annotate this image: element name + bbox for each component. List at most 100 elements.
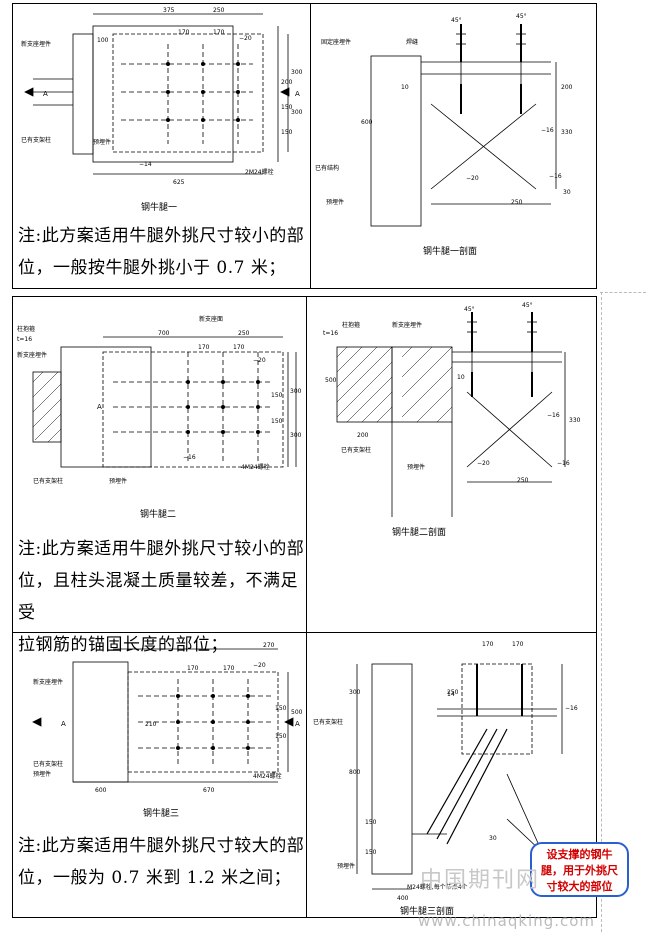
s2-col-steel: 柱抱箍 (342, 321, 360, 329)
p3-dim-150b: 150 (275, 733, 287, 740)
page-edge-right (601, 292, 602, 932)
divider-block-2 (306, 296, 307, 633)
s2-deg45b: 45° (522, 302, 533, 309)
sec1-tag-16b: −16 (549, 173, 562, 180)
plan-drawing-1: 375 250 100 170 170 300 200 150 150 300 … (21, 7, 303, 213)
watermark-url: www.chinaqking.com (418, 912, 596, 930)
section-caption-1: 钢牛腿一剖面 (423, 245, 477, 257)
s3-dim-250: 250 (447, 689, 459, 696)
section-drawing-1: 45° 45° 固定座埋件 焊缝 600 200 330 250 10 −16 … (315, 13, 573, 257)
divider-block-1 (310, 3, 311, 289)
s3-dim-150b: 150 (365, 849, 377, 856)
p3-bolt: 4M24螺栓 (253, 772, 282, 780)
s3-pre-embed: 预埋件 (337, 862, 355, 870)
p2-dim-300b: 300 (290, 432, 302, 439)
p3-section-mark-a-left: A (61, 720, 66, 728)
bolt-note: 2M24螺栓 (245, 168, 274, 176)
s2-pre-embed: 预埋件 (407, 463, 425, 471)
p2-dim-150a: 150 (271, 392, 283, 399)
note-block-1: 注:此方案适用牛腿外挑尺寸较小的部 位，一般按牛腿外挑小于 0.7 米； (18, 220, 308, 284)
s2-tag-16a: −16 (547, 412, 560, 419)
section-caption-3: 钢牛腿三剖面 (400, 905, 454, 917)
p2-dim-170a: 170 (198, 344, 210, 351)
s3-dim-170a: 170 (482, 641, 494, 648)
sec1-pre-embed: 预埋件 (326, 198, 344, 206)
pre-embed-label: 预埋件 (93, 138, 111, 146)
p2-dim-250: 250 (238, 330, 250, 337)
dim-150b: 150 (281, 129, 293, 136)
table-block-3 (12, 633, 597, 918)
s3-dim-300: 300 (349, 689, 361, 696)
dim-375: 375 (163, 7, 175, 14)
s3-bolt: M24螺栓,每个节点4个 (407, 883, 468, 891)
sec1-tag-16a: −16 (541, 127, 554, 134)
note-1-line-1: 注:此方案适用牛腿外挑尺寸较小的部 (18, 226, 305, 246)
p3-dim-500: 500 (291, 709, 303, 716)
s3-tag-14: 14 (447, 691, 455, 698)
dim-625: 625 (173, 179, 185, 186)
sec1-dim-200: 200 (561, 84, 573, 91)
sec1-tag-20: −20 (466, 175, 479, 182)
s2-tag-16b: −16 (557, 460, 570, 467)
callout-line-1: 设支撑的钢牛 (546, 848, 613, 861)
p2-section-mark-a: A (97, 403, 102, 411)
note-block-2: 注:此方案适用牛腿外挑尺寸较小的部 位，且柱头混凝土质量较差，不满足受 拉钢筋的… (18, 533, 306, 661)
sec1-new-embed: 固定座埋件 (321, 38, 351, 46)
table-block-1 (12, 3, 597, 289)
note-block-3: 注:此方案适用牛腿外挑尺寸较大的部 位，一般为 0.7 米到 1.2 米之间； (18, 830, 306, 894)
note-2-line-1: 注:此方案适用牛腿外挑尺寸较小的部 (18, 539, 305, 559)
callout-line-3: 寸较大的部位 (546, 880, 613, 893)
dim-170b: 170 (213, 29, 225, 36)
p3-section-mark-a-right: A (295, 720, 300, 728)
s3-tag-30: 30 (489, 835, 497, 842)
p2-old-column: 已有支架柱 (33, 477, 63, 485)
new-embed-label: 新支座埋件 (21, 40, 51, 48)
tag-minus20: −20 (239, 35, 252, 42)
p2-col-top: 新支座面 (199, 315, 223, 323)
p2-new-embed: 新支座埋件 (17, 351, 47, 359)
sec1-deg45b: 45° (516, 13, 527, 20)
s2-new-embed: 新支座埋件 (392, 321, 422, 329)
dim-100: 100 (97, 37, 109, 44)
sec1-deg45a: 45° (451, 17, 462, 24)
sec1-weld: 焊缝 (406, 38, 418, 46)
p2-dim-700: 700 (158, 330, 170, 337)
p2-pre-embed: 预埋件 (109, 477, 127, 485)
plan-caption-1: 钢牛腿一 (141, 201, 177, 213)
plan-caption-3: 钢牛腿三 (143, 807, 179, 819)
sec1-dim-250: 250 (511, 199, 523, 206)
note-2-line-2: 位，且柱头混凝土质量较差，不满足受 (18, 571, 298, 623)
note-2-line-3: 拉钢筋的锚固长度的部位； (18, 635, 228, 655)
s3-dim-800: 800 (349, 769, 361, 776)
s2-tag-20: −20 (477, 460, 490, 467)
p3-dim-150a: 150 (275, 705, 287, 712)
plan-drawing-3: 270 170 170 500 150 150 670 600 −20 4M24… (32, 642, 303, 819)
dim-300a: 300 (291, 69, 303, 76)
tag-minus14: −14 (139, 161, 152, 168)
s3-old-column: 已有支架柱 (313, 718, 343, 726)
s2-tag-10: 10 (457, 374, 465, 381)
note-3-line-2: 位，一般为 0.7 米到 1.2 米之间； (18, 868, 292, 888)
s2-old-column: 已有支架柱 (341, 446, 371, 454)
p2-tag-16: −16 (183, 454, 196, 461)
p3-tag-20: −20 (253, 662, 266, 669)
s2-dim-500: 500 (325, 377, 337, 384)
p3-dim-670: 670 (203, 787, 215, 794)
plan-drawing-2: 700 250 170 170 300 150 150 300 −20 −16 … (17, 315, 302, 520)
section-drawing-3: 300 800 150 150 250 170 170 400 14 −16 3… (313, 641, 578, 917)
p3-dim-270: 270 (263, 642, 275, 649)
section-drawing-2: 45° 45° 柱抱箍 新支座埋件 500 200 330 250 10 −16… (323, 302, 581, 538)
s3-tag-16: −16 (565, 705, 578, 712)
p2-dim-150b: 150 (271, 418, 283, 425)
p3-dim-170a: 170 (187, 665, 199, 672)
note-3-line-1: 注:此方案适用牛腿外挑尺寸较大的部 (18, 836, 305, 856)
p2-bolt: 4M24螺栓 (241, 463, 270, 471)
divider-block-3 (306, 633, 307, 918)
page-edge-top (600, 292, 646, 293)
dim-150a: 150 (281, 104, 293, 111)
p2-tag-20: −20 (253, 357, 266, 364)
p3-pre-embed: 预埋件 (33, 770, 51, 778)
section-mark-a-left: A (43, 90, 48, 98)
p2-dim-300a: 300 (290, 388, 302, 395)
